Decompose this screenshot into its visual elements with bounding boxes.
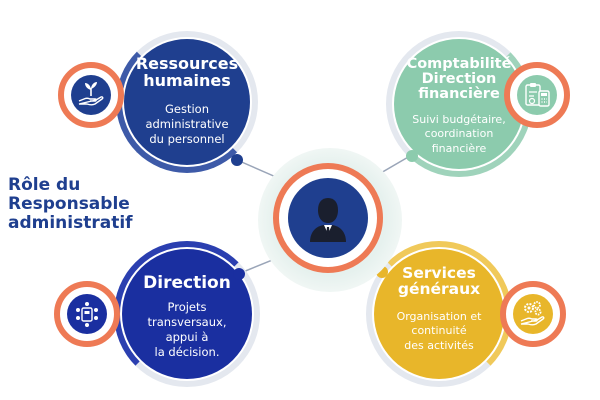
rh-dot	[231, 154, 243, 166]
hand-with-plant-icon	[78, 82, 104, 106]
side-title: Rôle du Responsable administratif	[8, 175, 133, 234]
rh-disc[interactable]	[124, 39, 250, 165]
services-icon-badge	[500, 281, 566, 347]
meeting-table-icon	[76, 302, 98, 327]
direction-title: Direction	[143, 273, 231, 293]
side-title-line2: Responsable	[8, 194, 130, 215]
compta-disc[interactable]	[394, 39, 524, 169]
center-node[interactable]	[273, 163, 383, 273]
compta-icon-badge	[504, 62, 570, 128]
direction-disc[interactable]	[122, 249, 252, 379]
side-title-line3: administratif	[8, 213, 133, 234]
clipboard-calculator-icon	[525, 83, 550, 107]
services-disc[interactable]	[374, 249, 504, 379]
businessman-icon	[310, 198, 346, 242]
direction-icon-badge	[54, 281, 120, 347]
hand-with-gears-icon	[520, 301, 545, 326]
compta-dot	[406, 150, 418, 162]
rh-icon-badge	[58, 62, 124, 128]
direction-dot	[233, 268, 245, 280]
side-title-line1: Rôle du	[8, 175, 81, 195]
